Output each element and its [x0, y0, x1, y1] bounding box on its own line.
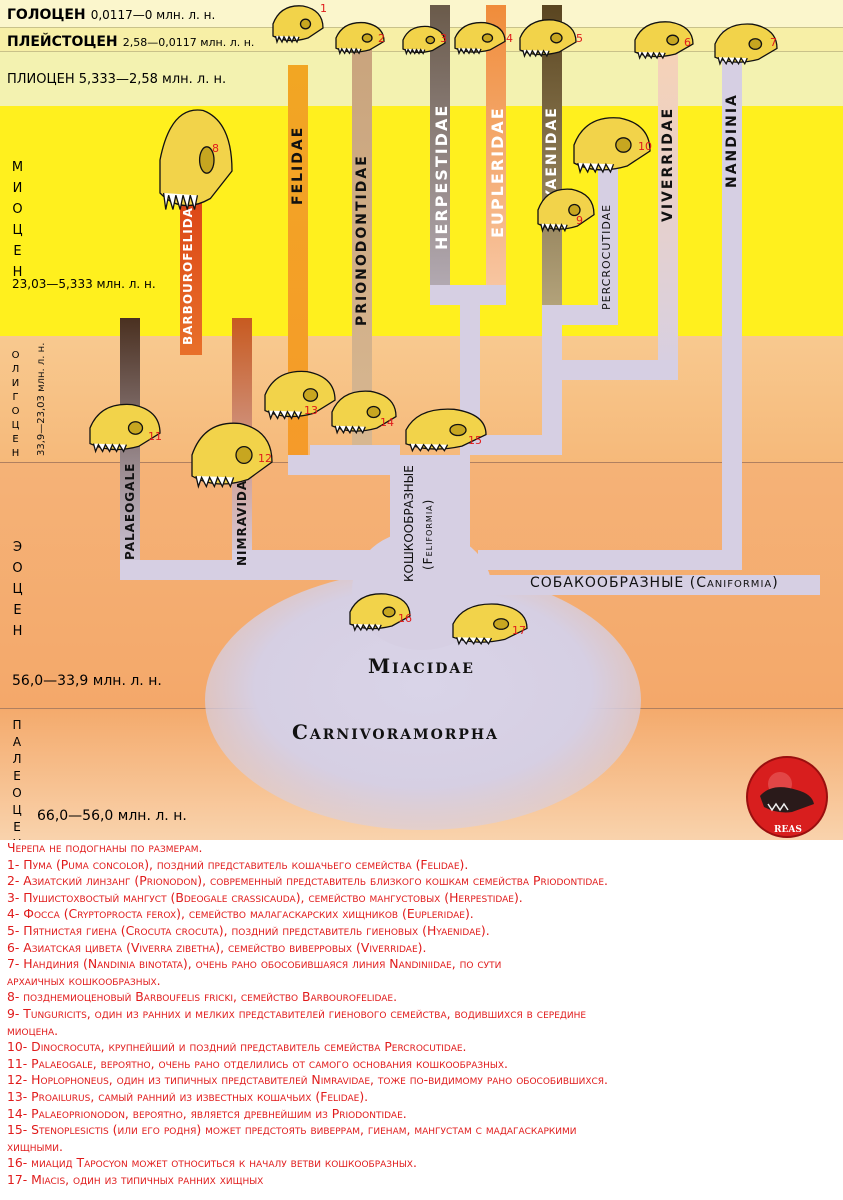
skull-8	[159, 109, 233, 210]
legend-line: 4- Фосса (Cryptoprocta ferox), семейство…	[7, 906, 474, 922]
skull-number-2: 2	[378, 32, 385, 45]
skull-illustrations	[89, 5, 778, 646]
legend-line: 5- Пятнистая гиена (Crocuta crocuta), по…	[7, 923, 490, 938]
legend-line: 17- Miacis, один из типичных ранних хищн…	[7, 1172, 264, 1187]
svg-text:REAS: REAS	[774, 825, 802, 835]
skull-2	[335, 21, 385, 56]
skull-number-1: 1	[320, 2, 327, 15]
legend-line: 6- Азиатская цивета (Viverra zibetha), с…	[7, 939, 427, 955]
legend-line: 9- Tunguricits, один из ранних и мелких …	[7, 1006, 587, 1021]
holocene-label: ГОЛОЦЕН 0,0117—0 млн. л. н.	[7, 4, 215, 23]
miacidae-label: Miacidae	[368, 654, 475, 678]
legend-line: 12- Hoplophoneus, один из типичных предс…	[7, 1072, 608, 1088]
skull-number-7: 7	[770, 36, 777, 49]
legend-line: 1- Пума (Puma concolor), поздний предста…	[7, 856, 469, 872]
skull-number-6: 6	[684, 36, 691, 49]
miocene-band	[0, 106, 843, 336]
pleistocene-name: ПЛЕЙСТОЦЕН	[7, 34, 118, 50]
skull-12	[191, 422, 273, 489]
legend-line: 14- Palaeoprionodon, вероятно, является …	[7, 1105, 407, 1121]
legend-line: 11- Palaeogale, вероятно, очень рано отд…	[7, 1055, 508, 1071]
pliocene-band	[0, 51, 843, 107]
legend-line: 3- Пушистохвостый мангуст (Bdeogale cras…	[7, 889, 523, 905]
skull-number-17: 17	[512, 624, 526, 637]
skull-1	[272, 5, 324, 45]
legend-line: 10- Dinocrocuta, крупнейший и поздний пр…	[7, 1039, 467, 1055]
skull-16	[349, 593, 411, 632]
pleistocene-range: 2,58—0,0117 млн. л. н.	[122, 36, 255, 49]
legend: Черепа не подогнаны по размерам.1- Пума …	[0, 838, 843, 1200]
skull-number-16: 16	[398, 612, 412, 625]
skull-number-10: 10	[638, 140, 652, 153]
reas-logo: REAS	[746, 756, 828, 838]
skull-number-9: 9	[576, 214, 583, 227]
skull-number-3: 3	[440, 32, 447, 45]
phylogeny-tree	[120, 5, 820, 830]
holocene-range: 0,0117—0 млн. л. н.	[90, 8, 216, 22]
legend-line: 13- Proailurus, самый ранний из известны…	[7, 1089, 369, 1104]
carnivoramorpha-label: Carnivoramorpha	[292, 720, 500, 744]
phylogeny-diagram: ГОЛОЦЕН 0,0117—0 млн. л. н. ПЛЕЙСТОЦЕН 2…	[0, 0, 843, 840]
pliocene-label: ПЛИОЦЕН 5,333—2,58 млн. л. н.	[7, 72, 227, 87]
skull-14	[331, 390, 397, 435]
skull-7	[714, 23, 778, 66]
holocene-name: ГОЛОЦЕН	[7, 7, 86, 23]
legend-line: 2- Азиатский линзанг (Prionodon), соврем…	[7, 873, 608, 889]
paleocene-name: ПАЛЕОЦЕН	[10, 718, 24, 840]
paleocene-range: 66,0—56,0 млн. л. н.	[37, 808, 187, 824]
legend-line: хищными.	[7, 1138, 63, 1154]
skull-6	[634, 21, 694, 60]
skull-9	[537, 188, 595, 233]
pleistocene-label: ПЛЕЙСТОЦЕН 2,58—0,0117 млн. л. н.	[7, 31, 254, 50]
skull-15	[405, 408, 487, 453]
skull-10	[573, 117, 651, 175]
skull-number-12: 12	[258, 452, 272, 465]
skull-11	[89, 403, 161, 454]
holocene-band	[0, 0, 843, 27]
eocene-range: 56,0—33,9 млн. л. н.	[12, 673, 162, 689]
miocene-range: 23,03—5,333 млн. л. н.	[12, 277, 156, 291]
skull-17	[452, 603, 528, 646]
skull-number-14: 14	[380, 416, 394, 429]
eocene-name: ЭОЦЕН	[10, 540, 25, 645]
legend-line: Черепа не подогнаны по размерам.	[7, 840, 203, 855]
legend-line: 8- позднемиоценовый Barboufelis fricki, …	[7, 989, 398, 1005]
skull-number-11: 11	[148, 430, 162, 443]
skull-4	[454, 21, 506, 56]
skull-3	[402, 25, 446, 56]
skull-number-13: 13	[304, 404, 318, 417]
oligocene-name: ОЛИГОЦЕН	[10, 350, 21, 462]
skull-number-5: 5	[576, 32, 583, 45]
caniformia-label: СОБАКООБРАЗНЫЕ (Caniformia)	[530, 575, 779, 591]
skull-number-15: 15	[468, 434, 482, 447]
miocene-name: МИОЦЕН	[10, 160, 25, 286]
legend-line: миоцена.	[7, 1022, 59, 1038]
skull-number-4: 4	[506, 32, 513, 45]
skull-number-8: 8	[212, 142, 219, 155]
legend-line: 7- Нандиния (Nandinia binotata), очень р…	[7, 956, 502, 972]
legend-line: 15- Stenoplesictis (или его родня) может…	[7, 1122, 577, 1138]
legend-line: архаичных кошкообразных.	[7, 972, 161, 988]
legend-line: 16- миацид Tapocyon может относиться к н…	[7, 1155, 417, 1171]
skull-13	[264, 370, 336, 421]
skull-5	[519, 19, 577, 58]
